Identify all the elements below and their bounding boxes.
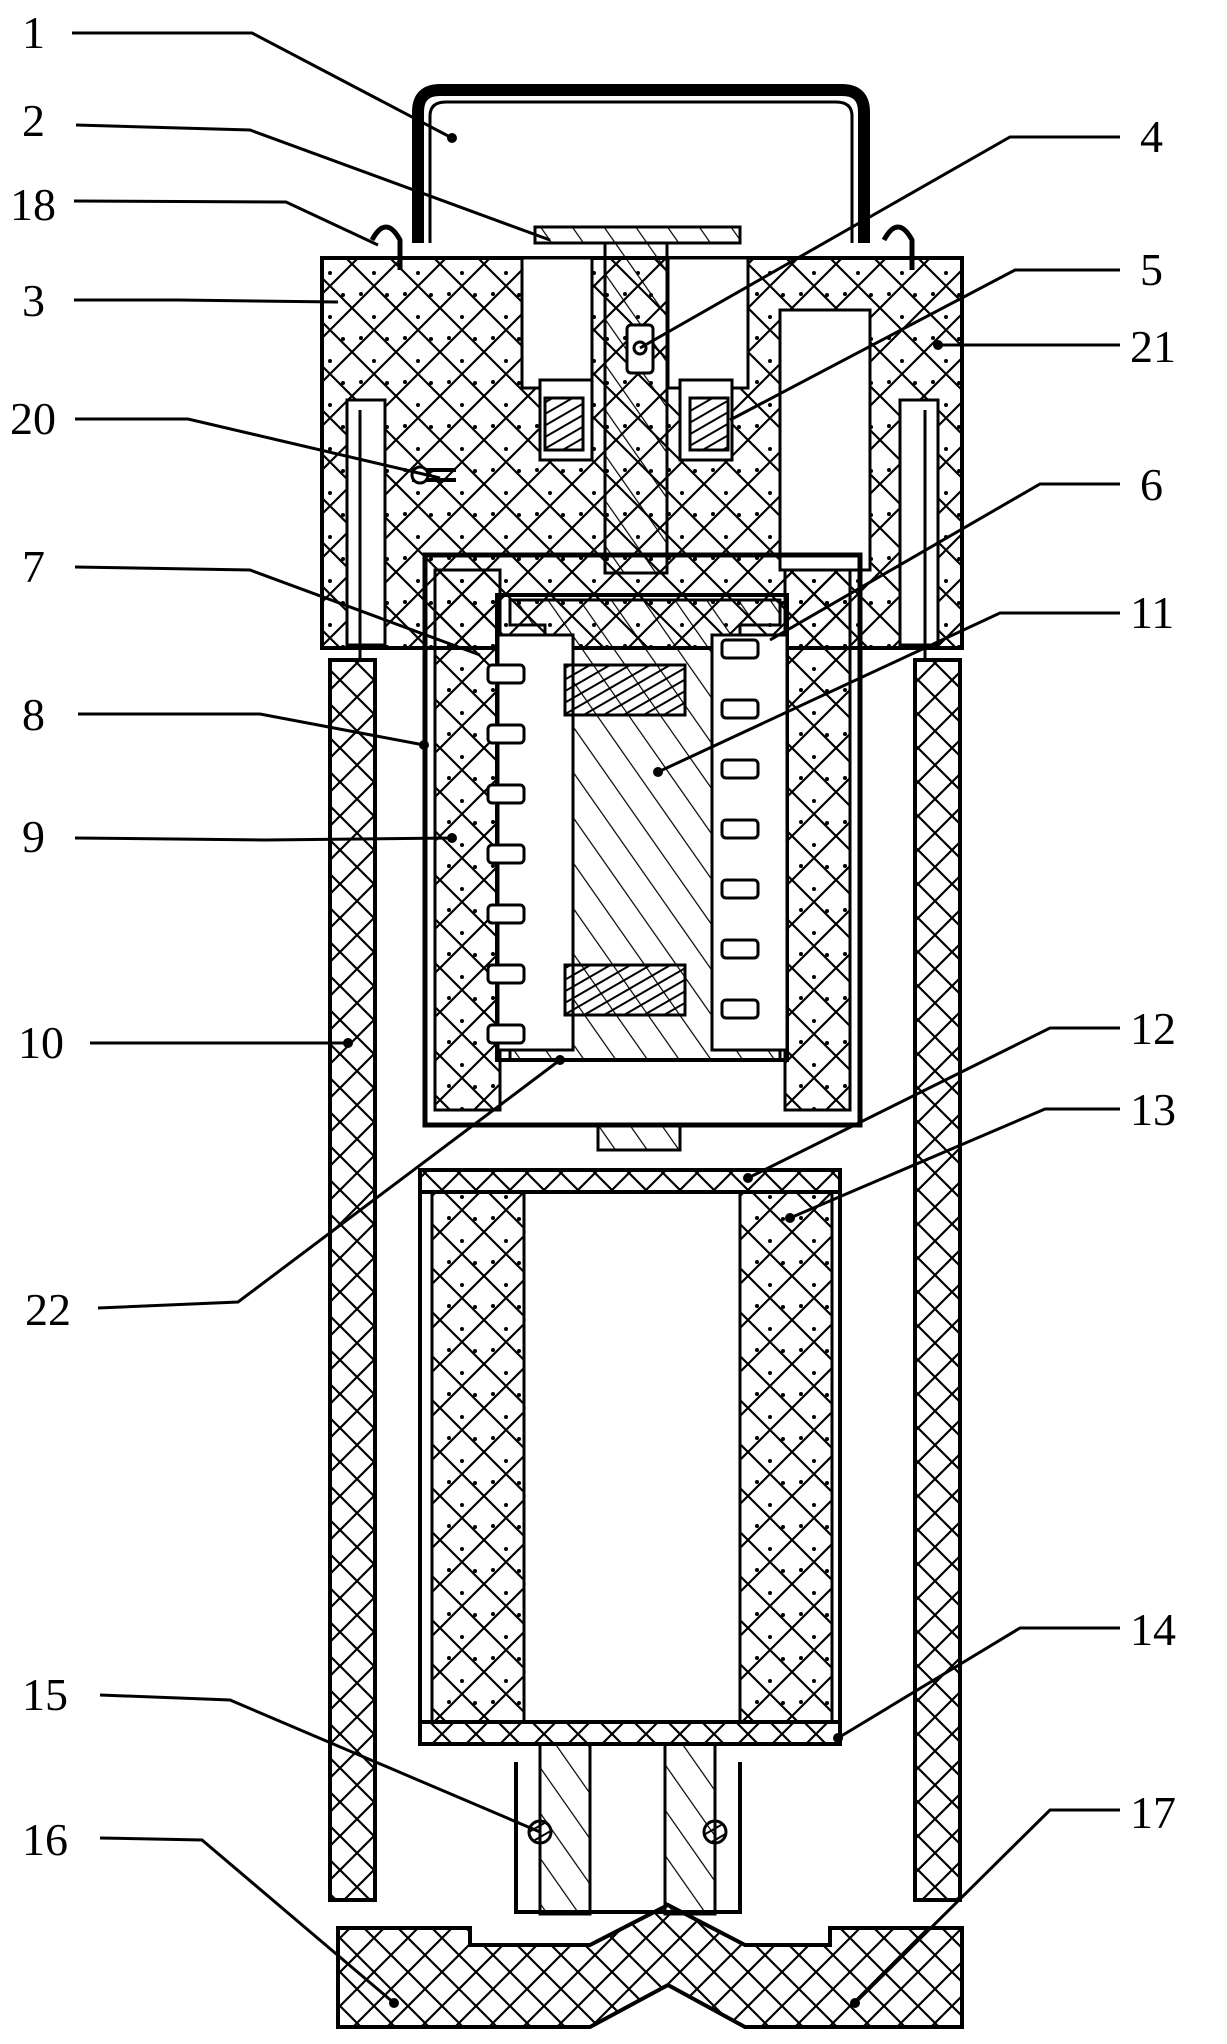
label-3: 3 [22,275,45,326]
lower-chamber [418,1168,843,1746]
leader-lines [72,31,1120,2005]
label-5: 5 [1140,244,1163,295]
label-21: 21 [1130,321,1176,372]
label-9: 9 [22,811,45,862]
bottom-base [336,1742,964,2029]
part-labels: 1 2 18 3 20 7 8 9 10 22 15 16 4 5 21 6 1… [10,7,1176,1865]
label-8: 8 [22,689,45,740]
label-18: 18 [10,179,56,230]
label-15: 15 [22,1669,68,1720]
label-14: 14 [1130,1604,1176,1655]
label-20: 20 [10,393,56,444]
label-16: 16 [22,1814,68,1865]
label-13: 13 [1130,1084,1176,1135]
label-4: 4 [1140,111,1163,162]
label-6: 6 [1140,459,1163,510]
top-cap [412,84,870,243]
label-1: 1 [22,7,45,58]
outer-housing [328,410,962,1902]
switch-chamber [419,552,863,1152]
label-11: 11 [1130,587,1174,638]
label-22: 22 [25,1284,71,1335]
label-10: 10 [18,1017,64,1068]
label-2: 2 [22,95,45,146]
label-12: 12 [1130,1003,1176,1054]
label-17: 17 [1130,1787,1176,1838]
label-7: 7 [22,541,45,592]
